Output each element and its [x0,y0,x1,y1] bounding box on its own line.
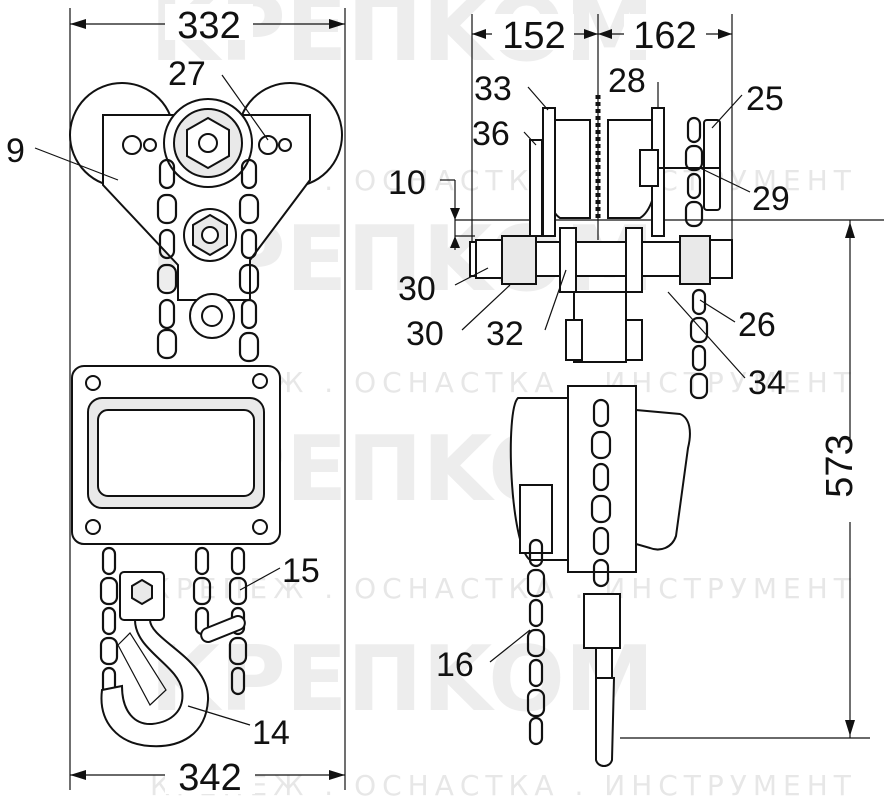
side-hook [595,677,616,767]
side-hook-block [583,593,621,649]
dim-573-arrow-top [845,222,855,238]
body-bolt-tr [252,373,268,389]
hook-latch [117,632,167,706]
body-bolt-bl [85,519,101,535]
leader-30a [454,267,489,286]
dim-top-label-bg [165,4,253,40]
leader-9 [34,147,119,181]
dim-height: 573 [819,434,861,497]
leader-16 [489,629,531,663]
leader-27 [221,74,269,141]
axle-thread-right [679,235,711,285]
dim-573-label-bg [832,438,870,522]
callout-26: 26 [738,306,776,344]
callout-33: 33 [474,70,512,108]
clevis-pin-left [565,319,583,361]
leader-26 [699,299,736,323]
dim-152-arrow-right [584,29,598,39]
callout-9: 9 [6,132,25,170]
dim-152-label-bg [492,14,574,50]
leader-30b [461,284,511,331]
leader-29 [699,167,751,193]
hoist-body-window [97,409,255,497]
inner-plate-right [625,227,643,293]
axle-thread-left [501,235,537,285]
side-plate-bolt-left-2 [143,138,157,152]
callout-30a: 30 [398,270,436,308]
plate-center-bolt [201,226,219,244]
dim-trolley-right: 162 [633,15,696,57]
dim-152-arrow-left [472,29,486,39]
load-chain-lower [99,546,248,696]
leader-32 [544,269,567,331]
front-view: 332 [6,4,346,799]
leader-15 [239,567,281,591]
dim-162-label-bg [624,14,706,50]
callout-34: 34 [748,364,786,402]
side-hook-shank [595,647,613,679]
dim-573-arrow-bottom [845,720,855,736]
leader-25 [711,94,743,129]
hoist-side-box [519,484,553,554]
callout-16: 16 [436,646,474,684]
body-bolt-tl [85,375,101,391]
side-plate-bolt-right [258,135,278,155]
leader-34 [667,291,746,379]
hand-chain-upper [156,158,260,363]
leader-14 [187,705,251,726]
side-load-chain [526,398,612,746]
dim-10-arrow-bottom [450,236,460,248]
side-plate-33 [542,107,556,237]
leader-36 [523,131,537,146]
callout-32: 32 [486,315,524,353]
gear-wheel-25 [703,119,721,211]
dim-bottom-arrow-right [329,770,345,780]
load-hook [100,619,210,748]
dim-bottom-arrow-left [70,770,86,780]
callout-10: 10 [388,164,426,202]
side-plate-bolt-right-2 [278,138,292,152]
side-plate-bolt-left [122,135,142,155]
dim-trolley-left: 152 [502,15,565,57]
hoist-side-cover [635,408,691,551]
leader-33 [527,86,549,111]
suspension-lug-hole [201,305,223,327]
dim-162-arrow-right [718,29,732,39]
dim-162-arrow-left [598,29,612,39]
dim-top-arrow-right [329,19,345,29]
side-view: 152 162 10 [388,14,884,767]
body-bolt-br [252,519,268,535]
chain-stopper [200,615,246,643]
callout-15: 15 [282,552,320,590]
side-plate-36 [529,139,543,237]
dim-bottom-label-bg [165,756,255,794]
inner-plate-32 [559,227,577,293]
callout-25: 25 [746,80,784,118]
callout-36: 36 [472,115,510,153]
callout-14: 14 [252,714,290,752]
dim-10-arrow-top [450,208,460,220]
hoist-side-frame [567,385,637,573]
watermark-brand-4: KPEПKOM [150,627,654,732]
callout-27: 27 [168,55,206,93]
callout-29: 29 [752,180,790,218]
dim-top-width: 332 [177,5,240,47]
gear-shaft-29 [639,149,659,187]
hub-center-bolt [198,133,218,153]
callout-28: 28 [608,62,646,100]
side-hand-chain [684,116,709,400]
callout-30b: 30 [406,315,444,353]
clevis-pin-right [625,319,643,361]
axle-nut-right [709,239,733,279]
dim-top-arrow-left [70,19,86,29]
dim-bottom-width: 342 [178,757,241,799]
watermark-tagline-4: КРЕПЕЖ . ОСНАСТКА . ИНСТРУМЕНТ [150,769,857,800]
watermark-tagline-3: КРЕПЕЖ . ОСНАСТКА . ИНСТРУМЕНТ [150,572,857,605]
hook-block-nut [131,578,153,606]
